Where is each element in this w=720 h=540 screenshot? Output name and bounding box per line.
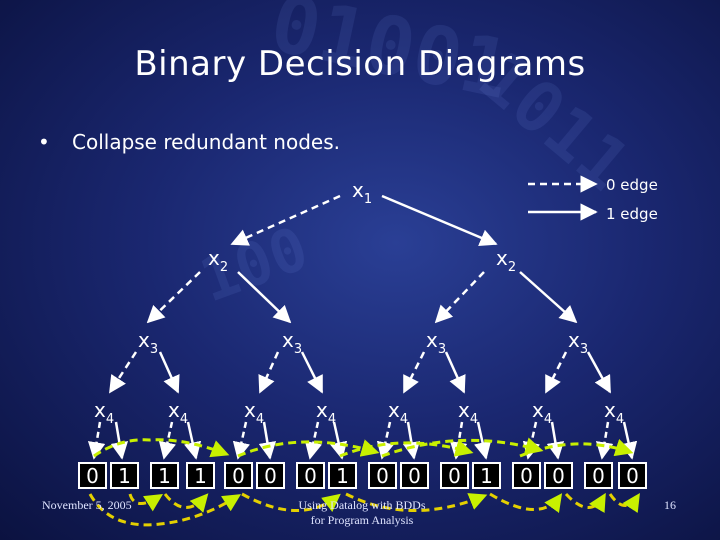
footer-title-line1: Using Datalog with BDDs bbox=[298, 498, 426, 512]
node-x4-3: x4 bbox=[244, 398, 265, 427]
collapse-arrow-bottom-8 bbox=[608, 492, 640, 513]
collapse-arrow-bottom-5 bbox=[345, 492, 488, 512]
edge-x3a-x4b-one bbox=[158, 351, 180, 394]
footer-title-line2: for Program Analysis bbox=[310, 513, 414, 527]
edge-x4a-leaf0 bbox=[87, 421, 106, 460]
leaf-terminal: 1 bbox=[186, 462, 215, 489]
collapse-arrow-bottom-1 bbox=[128, 493, 164, 512]
edge-x3b-x4c-zero bbox=[258, 351, 280, 394]
edge-x3c-x4e-zero bbox=[402, 351, 426, 394]
leaf-terminal: 0 bbox=[400, 462, 429, 489]
edge-x4c-leaf5 bbox=[258, 421, 277, 460]
node-x3-4: x3 bbox=[568, 328, 589, 357]
collapse-arrow-top-5 bbox=[519, 438, 634, 458]
node-x1: x1 bbox=[352, 178, 373, 207]
edge-x4g-leaf13 bbox=[546, 421, 565, 460]
edge-x2b-x3c-zero bbox=[434, 271, 485, 324]
node-x3-2: x3 bbox=[282, 328, 303, 357]
edge-x4d-leaf6 bbox=[304, 421, 322, 460]
edge-x3d-x4g-zero bbox=[544, 351, 568, 394]
bullet-text: Collapse redundant nodes. bbox=[72, 130, 340, 154]
node-x3-3: x3 bbox=[426, 328, 447, 357]
page-number: 16 bbox=[664, 498, 676, 512]
edge-x2b-x3d-one bbox=[519, 271, 578, 324]
leaf-terminal: 0 bbox=[440, 462, 469, 489]
leaf-terminal: 1 bbox=[150, 462, 179, 489]
leaf-terminal: 0 bbox=[368, 462, 397, 489]
edge-x4b-leaf2 bbox=[158, 421, 176, 460]
edge-x1-x2-zero bbox=[230, 194, 341, 246]
node-x2-right: x2 bbox=[496, 246, 517, 275]
node-x4-2: x4 bbox=[168, 398, 189, 427]
leaf-terminal: 0 bbox=[78, 462, 107, 489]
leaf-terminal: 0 bbox=[618, 462, 647, 489]
collapse-arrow-bottom-6 bbox=[489, 492, 563, 513]
node-x3-1: x3 bbox=[138, 328, 159, 357]
node-x4-4: x4 bbox=[316, 398, 337, 427]
slide-title: Binary Decision Diagrams bbox=[134, 44, 586, 84]
node-x4-7: x4 bbox=[532, 398, 553, 427]
edge-x2a-x3b-one bbox=[237, 271, 292, 324]
legend-zero-edge-label: 0 edge bbox=[606, 176, 658, 194]
edge-x2a-x3a-zero bbox=[146, 271, 201, 324]
edge-x4b-leaf3 bbox=[184, 421, 202, 460]
collapse-arrow-top-1 bbox=[93, 438, 230, 458]
edge-x4f-leaf11 bbox=[474, 421, 492, 460]
edge-x1-x2-one bbox=[381, 194, 498, 246]
leaf-terminal: 1 bbox=[110, 462, 139, 489]
node-x4-1: x4 bbox=[94, 398, 115, 427]
collapse-arrow-bottom-4 bbox=[241, 492, 341, 512]
footer-presentation-title: Using Datalog with BDDs for Program Anal… bbox=[282, 498, 442, 528]
node-x4-6: x4 bbox=[458, 398, 479, 427]
edge-x3a-x4a-zero bbox=[108, 351, 138, 394]
node-x2-left: x2 bbox=[208, 246, 229, 275]
collapse-arrow-bottom-3 bbox=[88, 493, 242, 527]
leaf-terminal: 1 bbox=[472, 462, 501, 489]
edge-x4h-leaf14 bbox=[595, 421, 614, 460]
edge-x4e-leaf8 bbox=[376, 421, 394, 460]
edge-x3b-x4d-one bbox=[300, 351, 324, 394]
node-x4-5: x4 bbox=[388, 398, 409, 427]
node-x4-8: x4 bbox=[604, 398, 625, 427]
bullet-marker: • bbox=[38, 130, 50, 154]
leaf-terminal: 1 bbox=[328, 462, 357, 489]
edge-x4a-leaf1 bbox=[110, 421, 129, 460]
legend-one-edge-label: 1 edge bbox=[606, 205, 658, 223]
edge-x4c-leaf4 bbox=[232, 421, 250, 460]
leaf-terminal: 0 bbox=[256, 462, 285, 489]
edge-x4e-leaf9 bbox=[402, 421, 421, 460]
collapse-arrow-top-3 bbox=[339, 439, 474, 458]
collapse-arrow-top-4 bbox=[381, 437, 544, 458]
collapse-arrow-bottom-2 bbox=[163, 493, 209, 513]
edge-x3c-x4f-one bbox=[444, 351, 466, 394]
edge-x4d-leaf7 bbox=[330, 421, 348, 460]
collapse-arrow-top-2 bbox=[237, 439, 380, 458]
leaf-terminal: 0 bbox=[512, 462, 541, 489]
leaf-terminal: 0 bbox=[544, 462, 573, 489]
edge-x3d-x4h-one bbox=[586, 351, 612, 394]
bullet-item: • Collapse redundant nodes. bbox=[38, 130, 340, 154]
footer-date: November 5, 2005 bbox=[42, 498, 132, 512]
leaf-terminal: 0 bbox=[224, 462, 253, 489]
leaf-terminal: 0 bbox=[584, 462, 613, 489]
collapse-arrow-bottom-7 bbox=[564, 492, 606, 513]
leaf-terminal: 0 bbox=[296, 462, 325, 489]
